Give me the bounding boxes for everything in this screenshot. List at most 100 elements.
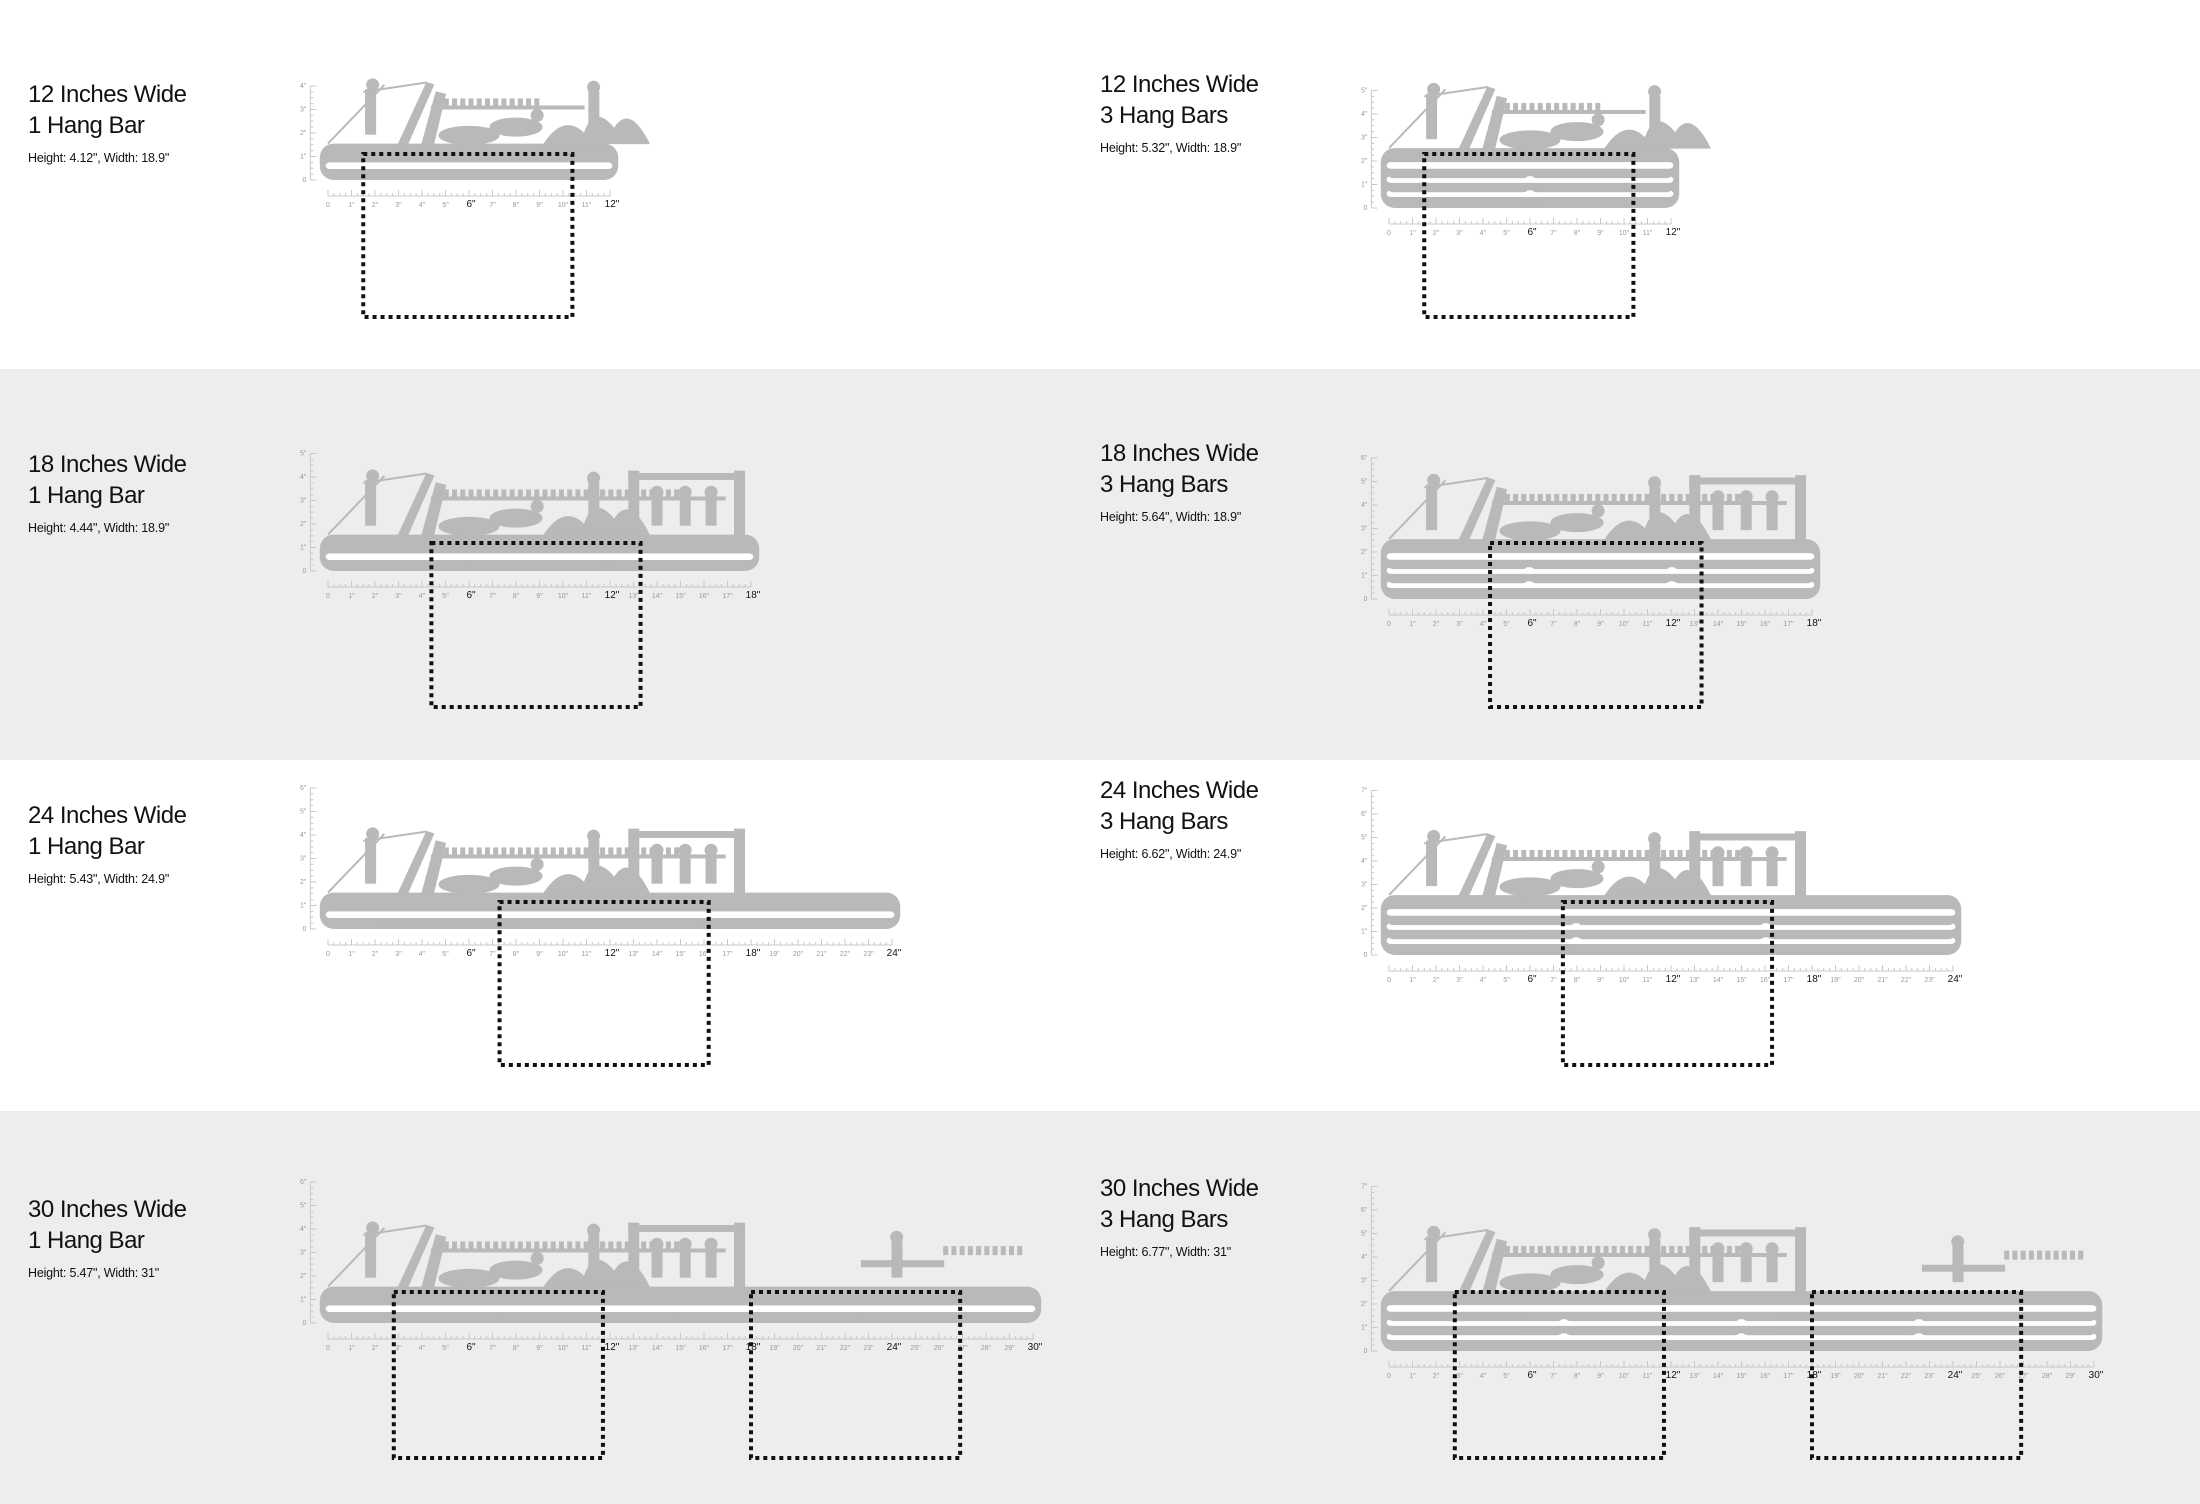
spectator [460, 98, 466, 108]
x-tick-label: 12" [605, 1342, 620, 1353]
hang-bar-slot [325, 911, 895, 918]
spectator [1726, 849, 1732, 859]
spectator [1537, 493, 1543, 503]
hang-bar-slot [325, 162, 613, 169]
obstacle-course-silhouette [1388, 82, 1712, 150]
hang-bar [1673, 576, 1813, 584]
beam-figure [890, 1230, 904, 1244]
x-tick-label: 17" [1783, 977, 1794, 984]
x-tick-label: 19" [769, 951, 780, 958]
x-tick-label: 20" [793, 951, 804, 958]
y-tick-label: 3" [1361, 135, 1368, 142]
rail [1491, 109, 1646, 114]
x-tick-label: 2" [1433, 1373, 1440, 1380]
x-tick-label: 27" [2018, 1373, 2029, 1380]
x-tick-label: 18" [746, 1342, 761, 1353]
x-tick-label: 9" [536, 593, 543, 600]
x-tick-label: 7" [489, 202, 496, 209]
hang-bar-count: 1 Hang Bar [28, 112, 145, 139]
x-tick-label: 1" [348, 593, 355, 600]
spectator [493, 98, 499, 108]
climber-figure [1426, 484, 1438, 531]
spectator [567, 847, 573, 857]
spectator [468, 489, 474, 499]
size-title: 30 Inches Wide [1100, 1175, 1259, 1202]
spectator [1587, 1245, 1593, 1255]
spectator [493, 847, 499, 857]
y-tick-label: 5" [1361, 1231, 1368, 1238]
x-tick-label: 12" [1666, 618, 1681, 629]
runner-head [1591, 860, 1605, 874]
obstacle-course-silhouette [327, 827, 746, 894]
spectator [435, 489, 441, 499]
spectator [1587, 849, 1593, 859]
x-tick-label: 12" [605, 199, 620, 210]
hang-bar [1388, 185, 1529, 193]
spectator [460, 489, 466, 499]
spectator [600, 847, 606, 857]
spectator [583, 847, 589, 857]
x-tick-label: 5" [442, 202, 449, 209]
x-tick-label: 22" [840, 951, 851, 958]
monkey-bars [628, 472, 745, 480]
panel-label: 12 Inches Wide 1 Hang Bar Height: 4.12",… [28, 79, 187, 165]
x-tick-label: 6" [1527, 1370, 1537, 1381]
hanging-figure [1712, 856, 1724, 887]
hang-bar [1565, 1314, 1740, 1322]
spectator [943, 1246, 949, 1256]
hanging-figure [1766, 856, 1778, 887]
hang-bar-count: 1 Hang Bar [28, 1227, 145, 1254]
x-tick-label: 11" [1643, 1373, 1653, 1380]
hanging-figure [651, 1248, 663, 1278]
spectator [2061, 1250, 2067, 1260]
a-frame [397, 1224, 435, 1288]
hang-bar-slot [325, 553, 754, 560]
x-tick-label: 21" [1877, 1373, 1888, 1380]
y-tick-label: 4" [300, 1226, 307, 1233]
x-tick-label: 2" [1433, 977, 1440, 984]
hang-bar-slot [1386, 162, 1674, 169]
x-tick-label: 5" [1503, 1373, 1510, 1380]
runner-figure [1550, 1265, 1604, 1285]
spectator [1669, 849, 1675, 859]
x-tick-label: 9" [1597, 621, 1604, 628]
y-tick-label: 2" [300, 521, 307, 528]
y-tick-label: 4" [300, 832, 307, 839]
spectator [1521, 102, 1527, 112]
hang-bar [1531, 562, 1670, 570]
x-tick-label: 13" [1689, 1373, 1700, 1380]
x-tick-label: 10" [1619, 977, 1630, 984]
runner-head [530, 857, 544, 871]
x-tick-label: 13" [1689, 977, 1700, 984]
spectator [1611, 849, 1617, 859]
spectator [1677, 493, 1683, 503]
y-tick-label: 2" [1361, 905, 1368, 912]
runner-head [530, 1251, 544, 1265]
x-tick-label: 8" [1574, 621, 1581, 628]
x-tick-label: 4" [419, 593, 426, 600]
spectator [616, 847, 622, 857]
spectator [583, 1241, 589, 1251]
x-tick-label: 12" [1666, 227, 1681, 238]
hang-bar [1920, 1314, 2095, 1322]
spectator [575, 489, 581, 499]
obstacle-course-silhouette [1388, 473, 1807, 541]
spectator [542, 1241, 548, 1251]
x-tick-label: 2" [372, 202, 379, 209]
spectator [517, 1241, 523, 1251]
spectator [976, 1246, 982, 1256]
balance-beam [860, 1260, 945, 1268]
climber-figure [366, 1221, 380, 1235]
rail [430, 105, 585, 110]
spectator [1562, 493, 1568, 503]
jumper-head [1648, 832, 1662, 846]
hang-bar [517, 920, 703, 928]
spectator [476, 98, 482, 108]
hang-bar [1767, 918, 1954, 926]
spectator [1513, 849, 1519, 859]
a-frame [397, 472, 435, 536]
climber-figure [1426, 840, 1438, 887]
spectator [501, 1241, 507, 1251]
x-tick-label: 18" [1807, 1370, 1822, 1381]
hanging-figure [705, 496, 717, 526]
